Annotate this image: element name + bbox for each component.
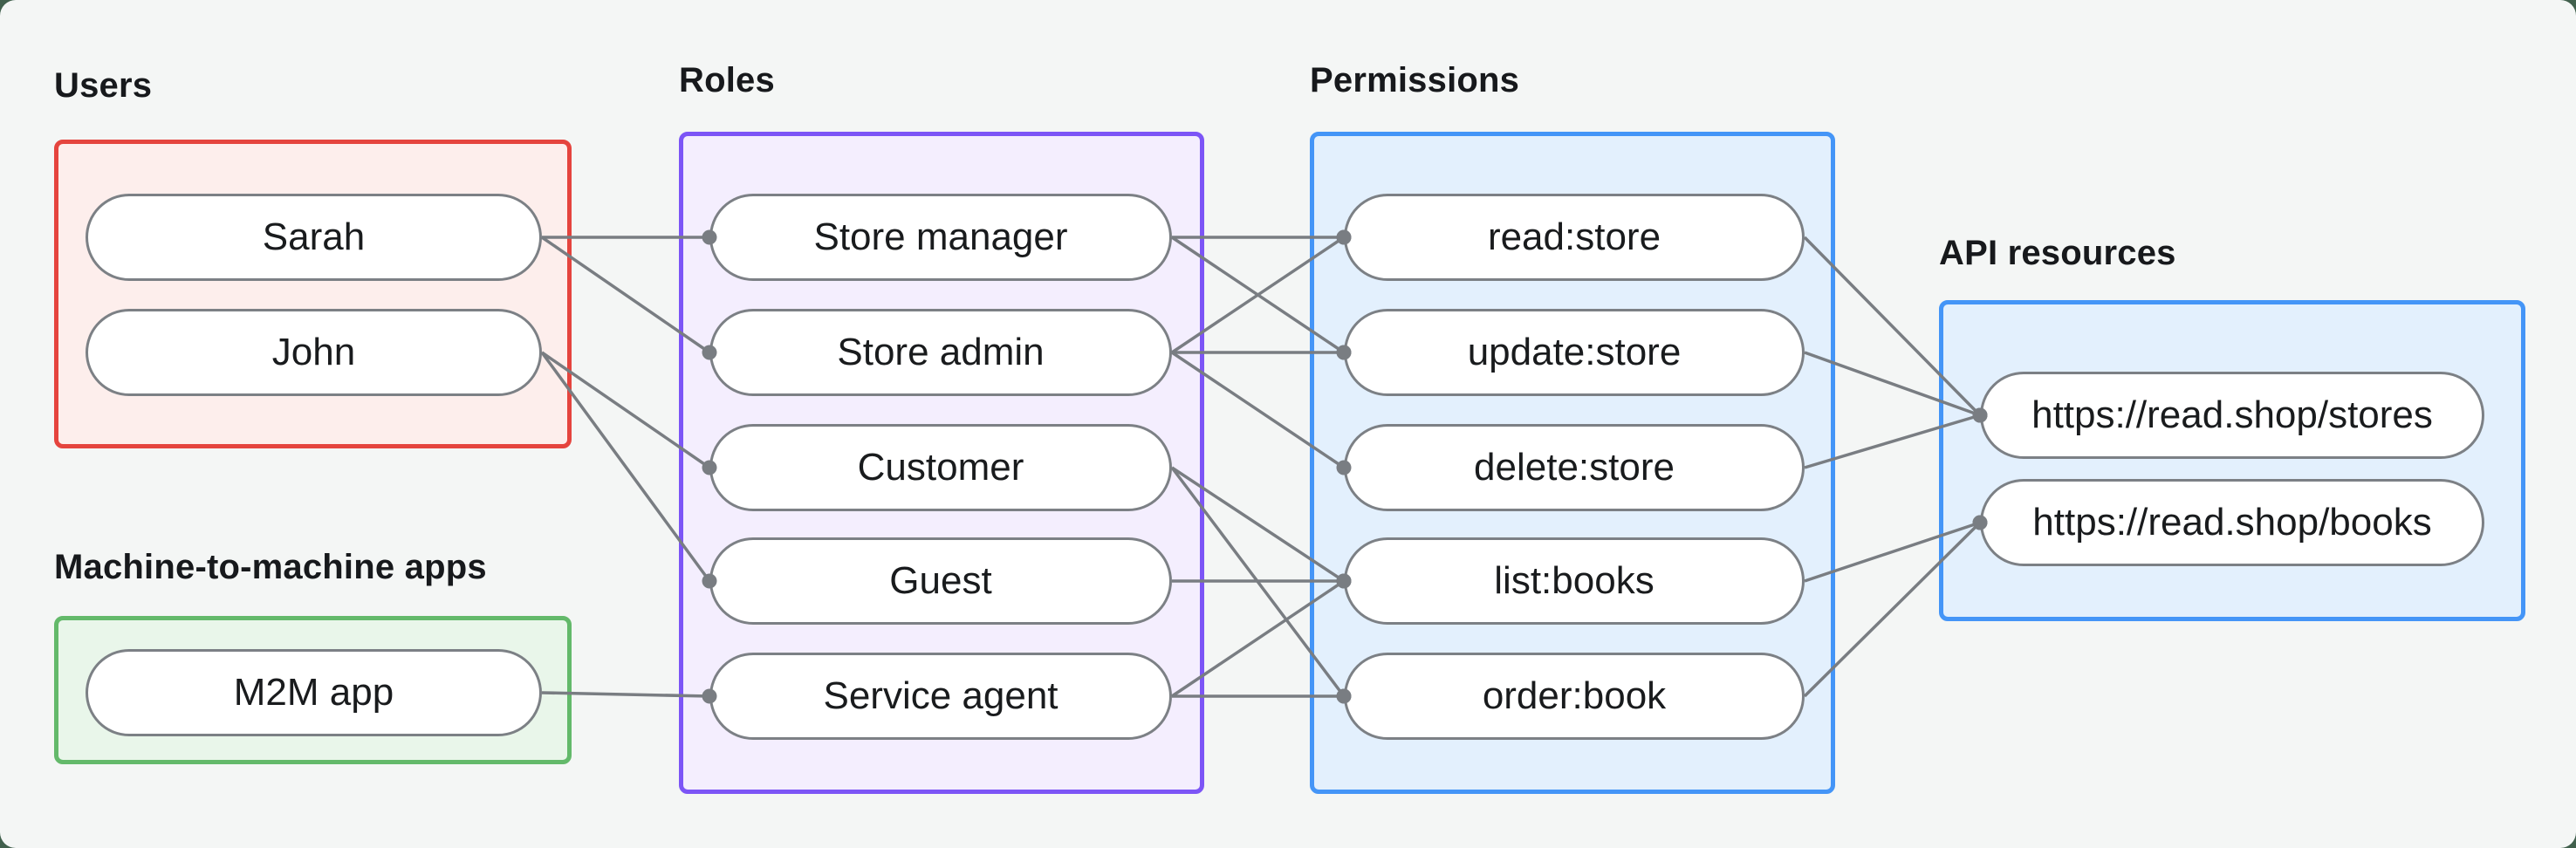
node-label-john: John: [271, 331, 356, 373]
node-john[interactable]: John: [86, 309, 542, 396]
node-list-books[interactable]: list:books: [1344, 537, 1805, 625]
group-label-users: Users: [54, 66, 153, 105]
group-label-m2m-apps: Machine-to-machine apps: [54, 548, 487, 586]
node-customer[interactable]: Customer: [709, 424, 1172, 511]
node-store-admin[interactable]: Store admin: [709, 309, 1172, 396]
node-service-agent[interactable]: Service agent: [709, 653, 1172, 740]
node-update-store[interactable]: update:store: [1344, 309, 1805, 396]
node-order-book[interactable]: order:book: [1344, 653, 1805, 740]
node-label-list-books: list:books: [1494, 559, 1655, 602]
node-label-update-store: update:store: [1467, 331, 1682, 373]
node-label-order-book: order:book: [1482, 674, 1667, 717]
node-label-api-books: https://read.shop/books: [2032, 501, 2432, 544]
node-m2m-app[interactable]: M2M app: [86, 649, 542, 736]
node-label-m2m-app: M2M app: [233, 671, 394, 714]
group-box-users: [54, 140, 572, 448]
node-label-store-admin: Store admin: [837, 331, 1045, 373]
node-read-store[interactable]: read:store: [1344, 194, 1805, 281]
group-label-roles: Roles: [679, 61, 775, 99]
node-label-service-agent: Service agent: [823, 674, 1058, 717]
node-label-read-store: read:store: [1487, 215, 1661, 258]
node-label-delete-store: delete:store: [1474, 446, 1675, 489]
node-label-sarah: Sarah: [262, 215, 366, 258]
node-store-manager[interactable]: Store manager: [709, 194, 1172, 281]
node-api-books[interactable]: https://read.shop/books: [1980, 479, 2484, 566]
node-label-customer: Customer: [857, 446, 1024, 489]
group-box-api-resources: [1939, 300, 2525, 621]
node-api-stores[interactable]: https://read.shop/stores: [1980, 372, 2484, 459]
node-label-guest: Guest: [889, 559, 992, 602]
node-sarah[interactable]: Sarah: [86, 194, 542, 281]
group-label-api-resources: API resources: [1939, 234, 2176, 272]
node-label-store-manager: Store manager: [813, 215, 1068, 258]
node-guest[interactable]: Guest: [709, 537, 1172, 625]
node-delete-store[interactable]: delete:store: [1344, 424, 1805, 511]
group-label-permissions: Permissions: [1310, 61, 1520, 99]
node-label-api-stores: https://read.shop/stores: [2031, 393, 2433, 436]
